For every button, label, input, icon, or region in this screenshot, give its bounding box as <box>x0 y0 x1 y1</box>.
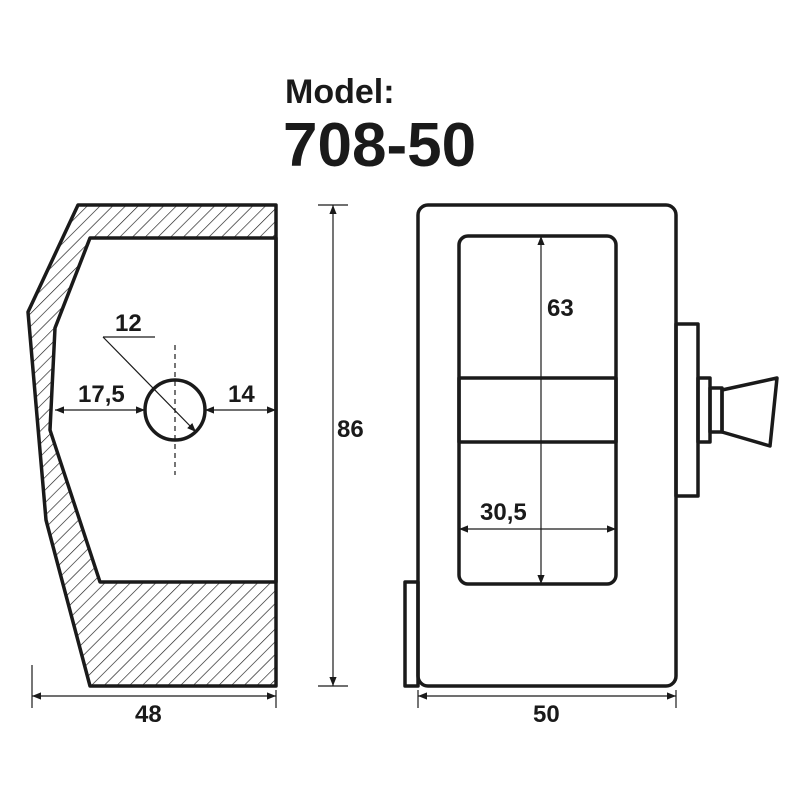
hole-diameter-line <box>102 336 197 433</box>
model-number: 708-50 <box>283 111 476 180</box>
front-view: 63 30,5 50 <box>403 203 779 728</box>
side-plate <box>674 322 700 498</box>
lever-handle <box>720 376 779 448</box>
front-view-body <box>416 203 678 688</box>
side-view-hatched-wall <box>28 205 276 686</box>
height-label: 86 <box>337 416 364 443</box>
window-frame <box>457 234 618 586</box>
window-height-label: 63 <box>547 295 574 322</box>
left-mounting-tab <box>403 580 420 688</box>
lever-collar <box>708 386 724 434</box>
center-band <box>457 376 618 444</box>
lever-hub <box>696 376 712 444</box>
side-view-inner-outline <box>48 236 278 584</box>
front-width-label: 50 <box>533 701 560 728</box>
height-dimension: 86 <box>318 204 364 687</box>
side-view-outer-outline <box>26 203 278 688</box>
model-label: Model: <box>285 73 395 111</box>
hole-left-offset-label: 17,5 <box>78 381 125 408</box>
side-width-label: 48 <box>135 701 162 728</box>
hole-right-offset-label: 14 <box>228 381 255 408</box>
side-view: 12 17,5 14 48 <box>26 203 278 728</box>
hole-diameter-label: 12 <box>115 310 142 337</box>
window-width-label: 30,5 <box>480 499 527 526</box>
